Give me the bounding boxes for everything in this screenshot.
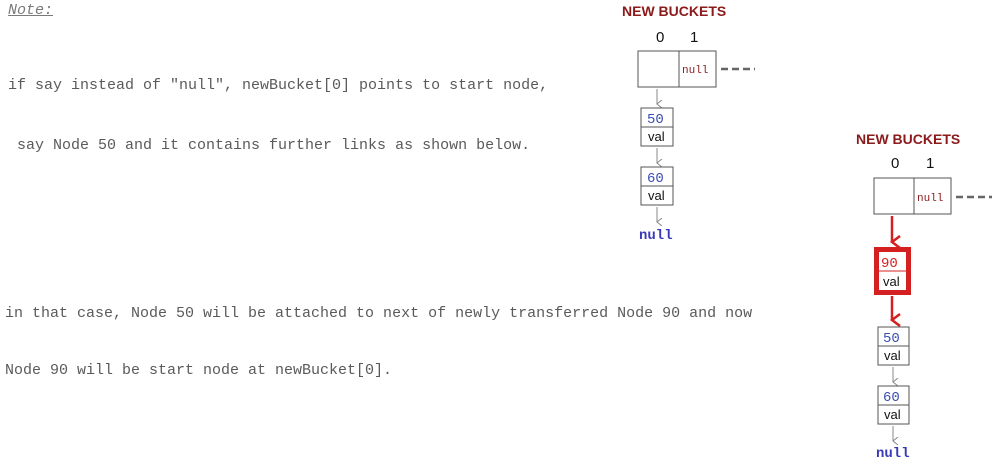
diagram-2-node-90-val: val	[883, 274, 900, 289]
diagram-2-bucket-1	[913, 177, 952, 215]
diagram-2-node-50-key: 50	[883, 331, 900, 347]
diagram-1-bucket-1	[678, 50, 717, 88]
diagram-1-node-50-key: 50	[647, 112, 664, 128]
diagram-2: NEW BUCKETS 0 1 null 90 val 50 val 60 va…	[856, 131, 992, 462]
note-paragraph-1: if say instead of "null", newBucket[0] p…	[8, 36, 548, 176]
diagram-2-null-end: null	[876, 446, 910, 462]
diagram-2-node-60-key: 60	[883, 390, 900, 406]
diagram-1-bucket-0	[637, 50, 680, 88]
diagram-1-node-60: 60 val	[640, 166, 674, 206]
diagram-1-node-50-val: val	[648, 129, 665, 144]
note-paragraph-2: in that case, Node 50 will be attached t…	[5, 266, 752, 399]
note-paragraph-1-line-2: say Node 50 and it contains further link…	[8, 137, 531, 154]
diagram-2-node-90-highlighted: 90 val	[874, 247, 911, 295]
diagram-1: NEW BUCKETS 0 1 null 50 val 60 val null	[622, 3, 755, 244]
diagram-1-node-50: 50 val	[640, 107, 674, 147]
diagram-1-node-60-key: 60	[647, 171, 664, 187]
diagram-2-title: NEW BUCKETS	[856, 131, 960, 147]
diagram-1-null-end: null	[639, 228, 673, 244]
note-paragraph-1-line-1: if say instead of "null", newBucket[0] p…	[8, 77, 549, 94]
diagram-2-node-60: 60 val	[877, 385, 910, 425]
diagram-2-bucket-1-null: null	[917, 193, 943, 205]
diagram-2-node-90-key: 90	[881, 256, 898, 272]
diagram-2-index-0: 0	[891, 155, 899, 172]
diagram-1-title: NEW BUCKETS	[622, 3, 726, 19]
diagram-1-bucket-1-null: null	[682, 65, 708, 77]
diagram-2-node-50: 50 val	[877, 326, 910, 366]
note-paragraph-2-line-1: in that case, Node 50 will be attached t…	[5, 305, 753, 322]
diagram-2-bucket-0	[873, 177, 915, 215]
diagram-1-index-1: 1	[690, 29, 698, 46]
diagram-2-index-1: 1	[926, 155, 934, 172]
diagram-1-node-60-val: val	[648, 188, 665, 203]
note-title: Note:	[8, 2, 54, 19]
diagram-2-node-50-val: val	[884, 348, 901, 363]
note-paragraph-2-line-2: Node 90 will be start node at newBucket[…	[5, 362, 393, 379]
diagram-2-node-60-val: val	[884, 407, 901, 422]
diagram-1-index-0: 0	[656, 29, 664, 46]
